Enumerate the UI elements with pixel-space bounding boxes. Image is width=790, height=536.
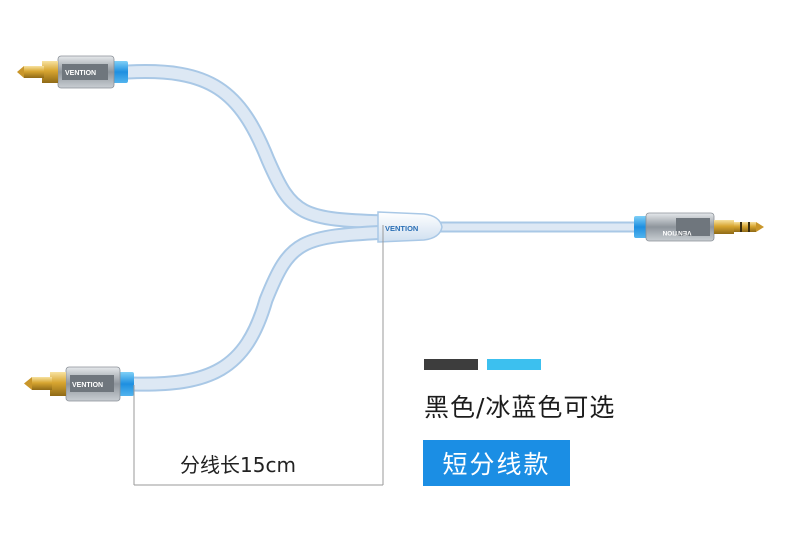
color-options-text: 黑色/冰蓝色可选 <box>424 393 616 422</box>
splitter-joint: VENTION <box>377 211 443 243</box>
ice-blue-color-swatch <box>487 359 541 370</box>
length-dimension-bracket <box>133 225 384 486</box>
badge-label: 短分线款 <box>442 450 551 479</box>
trs-plug-brand: VENTION <box>662 229 691 236</box>
lower-rca-plug: VENTION <box>24 366 134 402</box>
black-color-swatch <box>424 359 478 370</box>
trs-35mm-plug: VENTION <box>634 212 764 242</box>
short-split-style-badge: 短分线款 <box>423 440 570 486</box>
splitter-brand-text: VENTION <box>385 224 418 233</box>
lower-plug-brand: VENTION <box>72 382 103 389</box>
upper-plug-brand: VENTION <box>65 70 96 77</box>
upper-rca-plug: VENTION <box>17 55 128 89</box>
split-length-label: 分线长15cm <box>180 453 296 477</box>
cable-group <box>120 64 646 392</box>
